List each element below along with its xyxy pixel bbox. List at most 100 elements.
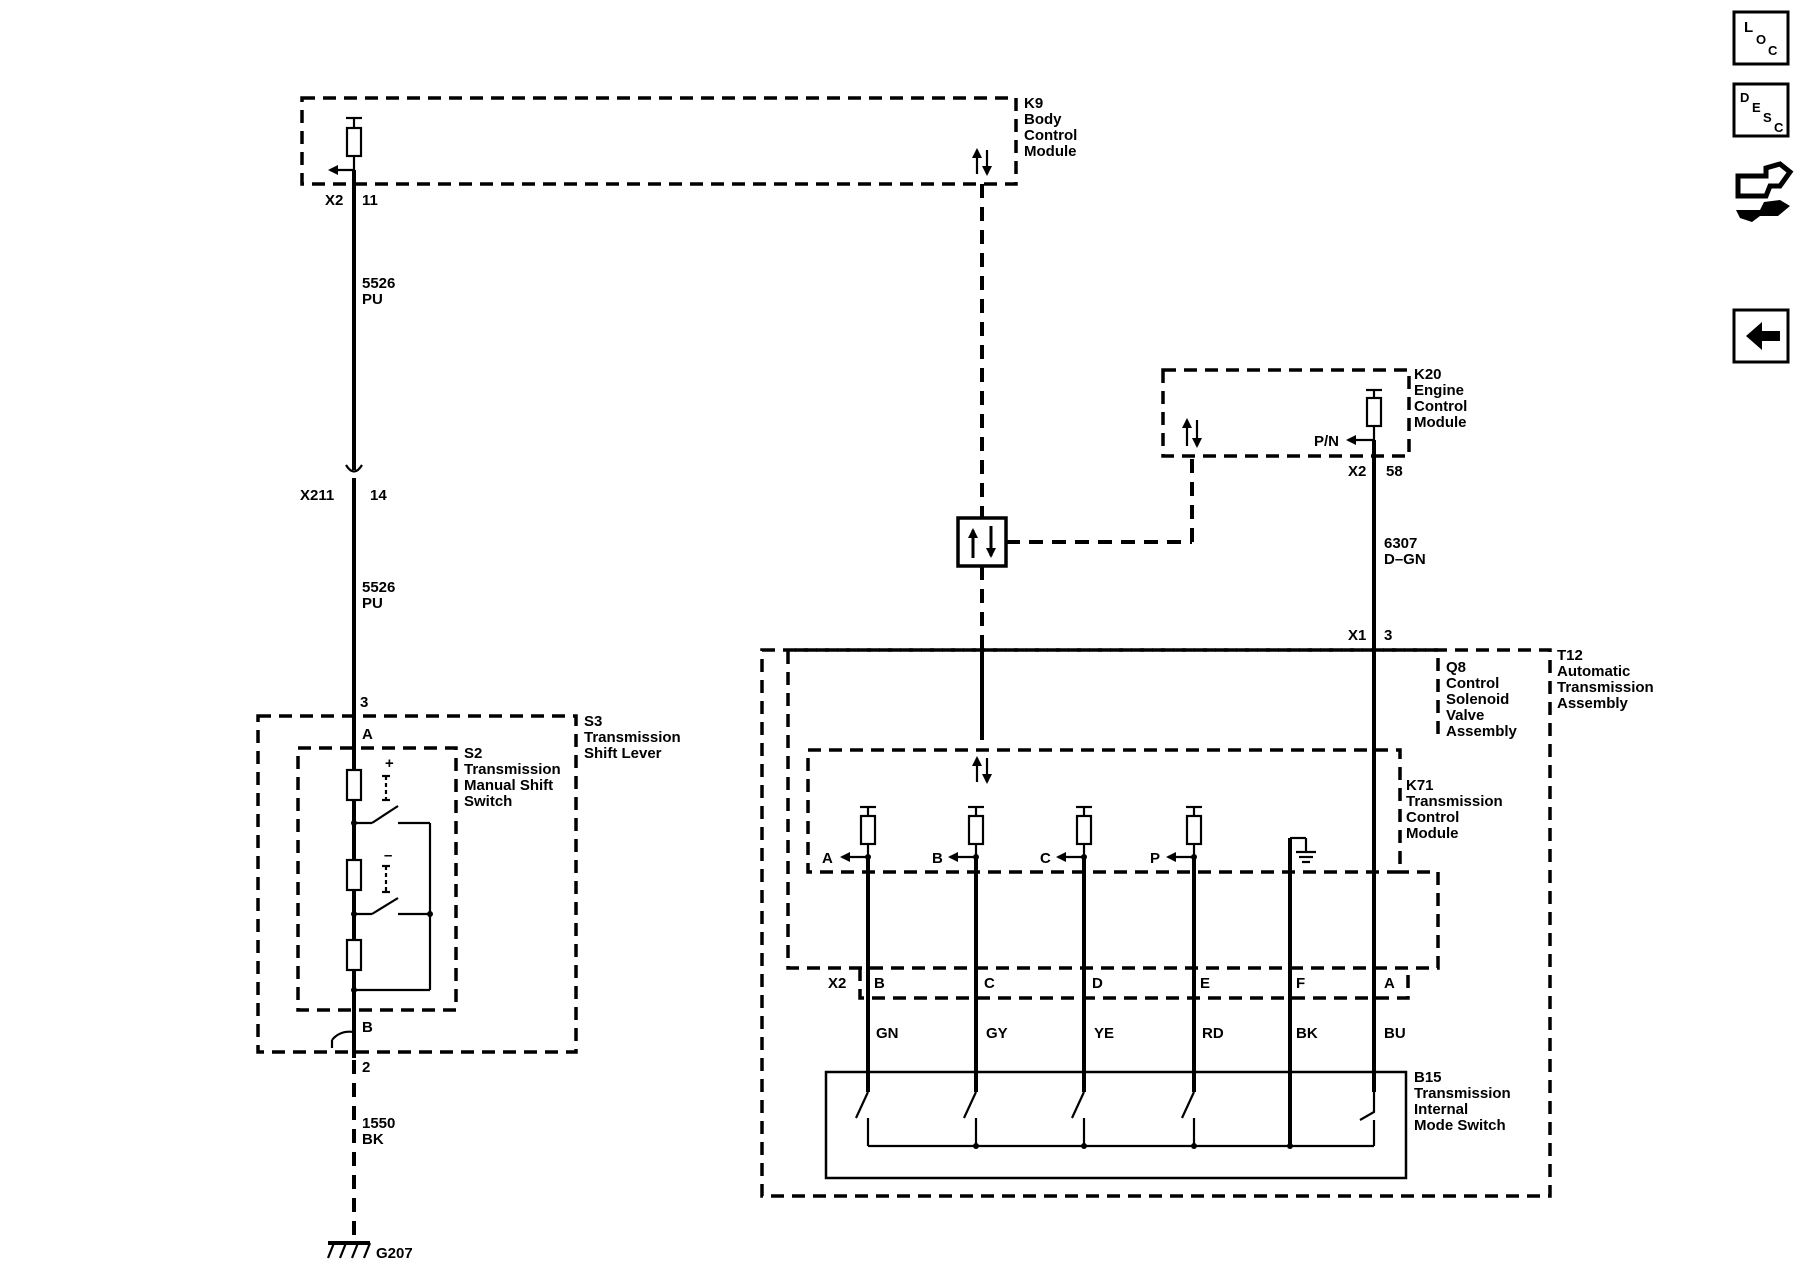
desc-button[interactable]: D E S C [1732, 82, 1790, 138]
k20-pin-label: 58 [1386, 463, 1403, 480]
k71-x2-pin-label: B [874, 975, 885, 992]
k9-id: K9 [1024, 95, 1043, 112]
desc-letter: C [1774, 120, 1784, 135]
wire-color-label: PU [362, 291, 383, 308]
t12-id: T12 [1557, 647, 1583, 664]
k71-input-resistor-icon [1075, 814, 1093, 846]
k20-id: K20 [1414, 366, 1442, 383]
wire-color-label: BK [362, 1131, 384, 1148]
q8-name-line: Solenoid [1446, 691, 1509, 708]
circuit-5526: 5526 PU X211 14 5526 PU [300, 170, 395, 1058]
q8-name-line: Assembly [1446, 723, 1518, 740]
ground-g207: 1550 BK G207 [326, 1060, 413, 1262]
k20-name-line: Engine [1414, 382, 1464, 399]
q8-name-line: Control [1446, 675, 1499, 692]
circuit-6307: 6307 D–GN X1 3 [1348, 440, 1426, 1146]
k20-resistor-icon [1365, 396, 1383, 428]
k71-input-resistor-icon [859, 814, 877, 846]
q8-control-solenoid-valve-assembly: Q8 Control Solenoid Valve Assembly [786, 648, 1518, 970]
b15-contact-icon [963, 1091, 977, 1119]
k71-name-line: Module [1406, 825, 1459, 842]
serial-data-link [956, 184, 1194, 784]
t12-name-line: Automatic [1557, 663, 1630, 680]
k20-engine-control-module: K20 Engine Control Module P/N X2 58 [1161, 366, 1467, 480]
s2-pin-b-connector-icon [331, 1030, 355, 1041]
k20-connector-label: X2 [1348, 463, 1366, 480]
back-arrow-icon [1746, 322, 1780, 350]
k71-input-label: A [822, 850, 833, 867]
t12-connector-label: X1 [1348, 627, 1366, 644]
q8-id: Q8 [1446, 659, 1466, 676]
t12-name-line: Transmission [1557, 679, 1654, 696]
b15-name-line: Mode Switch [1414, 1117, 1506, 1134]
k9-serial-data-arrows-icon [972, 148, 992, 176]
k20-name-line: Control [1414, 398, 1467, 415]
k71-x2-label: X2 [828, 975, 846, 992]
s2-upshift-contact-icon [371, 805, 399, 824]
x211-label: X211 [300, 487, 334, 504]
back-button[interactable] [1732, 308, 1790, 364]
s3-name-line: Shift Lever [584, 745, 662, 762]
s2-resistor-icon [345, 858, 363, 892]
s3-pin-bottom: 2 [362, 1059, 370, 1076]
k9-pin-label: 11 [362, 192, 378, 209]
s2-resistor-icon [345, 938, 363, 972]
gateway-splice-box [956, 516, 1008, 568]
s2-name-line: Transmission [464, 761, 561, 778]
wire-color-label: GN [876, 1025, 899, 1042]
t12-name-line: Assembly [1557, 695, 1629, 712]
s2-transmission-manual-shift-switch: A S2 Transmission Manual Shift Switch + … [296, 726, 561, 1048]
chassis-ground-icon [326, 1241, 372, 1259]
loc-letter: C [1768, 43, 1778, 58]
k71-signal-ground-icon [1290, 836, 1316, 864]
s3-pin-top: 3 [360, 694, 368, 711]
k71-x2-pin-label: A [1384, 975, 1395, 992]
k71-x2-pin-label: C [984, 975, 995, 992]
b15-wires: GN GY YE RD BK BU [866, 838, 1406, 1146]
wire-color-label: BK [1296, 1025, 1318, 1042]
wire-circuit-label: 1550 [362, 1115, 395, 1132]
b15-contact-icon [855, 1091, 869, 1119]
k71-serial-data-arrows-icon [972, 756, 992, 784]
s3-name-line: Transmission [584, 729, 681, 746]
b15-contact-icon [1181, 1091, 1195, 1119]
wire-color-label: GY [986, 1025, 1008, 1042]
b15-a-contact-icon [1359, 1092, 1376, 1121]
k71-x2-pin-label: E [1200, 975, 1210, 992]
k71-x2-pin-label: F [1296, 975, 1305, 992]
s2-id: S2 [464, 745, 482, 762]
desc-letter: S [1763, 110, 1772, 125]
t12-pin-label: 3 [1384, 627, 1392, 644]
s2-name-line: Switch [464, 793, 512, 810]
desc-letter: D [1740, 90, 1749, 105]
wire-circuit-label: 5526 [362, 579, 395, 596]
k71-x2-pin-label: D [1092, 975, 1103, 992]
s2-plus-label: + [385, 755, 394, 772]
loc-letter: O [1756, 32, 1766, 47]
k71-input-label: C [1040, 850, 1051, 867]
k20-name-line: Module [1414, 414, 1467, 431]
s3-id: S3 [584, 713, 602, 730]
s2-minus-label: – [384, 847, 392, 864]
wire-circuit-label: 6307 [1384, 535, 1417, 552]
k71-id: K71 [1406, 777, 1434, 794]
desc-letter: E [1752, 100, 1761, 115]
loc-button[interactable]: L O C [1732, 10, 1790, 66]
t12-automatic-transmission-assembly: T12 Automatic Transmission Assembly [760, 647, 1654, 1198]
wire-color-label: BU [1384, 1025, 1406, 1042]
loc-letter: L [1744, 19, 1753, 36]
ground-id: G207 [376, 1245, 413, 1262]
k71-input-resistor-icon [967, 814, 985, 846]
connector-icon[interactable] [1735, 161, 1794, 222]
s2-downshift-contact-icon [371, 897, 399, 915]
k71-name-line: Control [1406, 809, 1459, 826]
wire-color-label: PU [362, 595, 383, 612]
wire-circuit-label: 5526 [362, 275, 395, 292]
b15-transmission-internal-mode-switch: B15 Transmission Internal Mode Switch [824, 1069, 1511, 1180]
x211-pin-label: 14 [370, 487, 387, 504]
pn-signal-label: P/N [1314, 433, 1339, 450]
s2-resistor-icon [345, 768, 363, 802]
k71-input-label: B [932, 850, 943, 867]
x211-connector-icon [345, 464, 363, 473]
